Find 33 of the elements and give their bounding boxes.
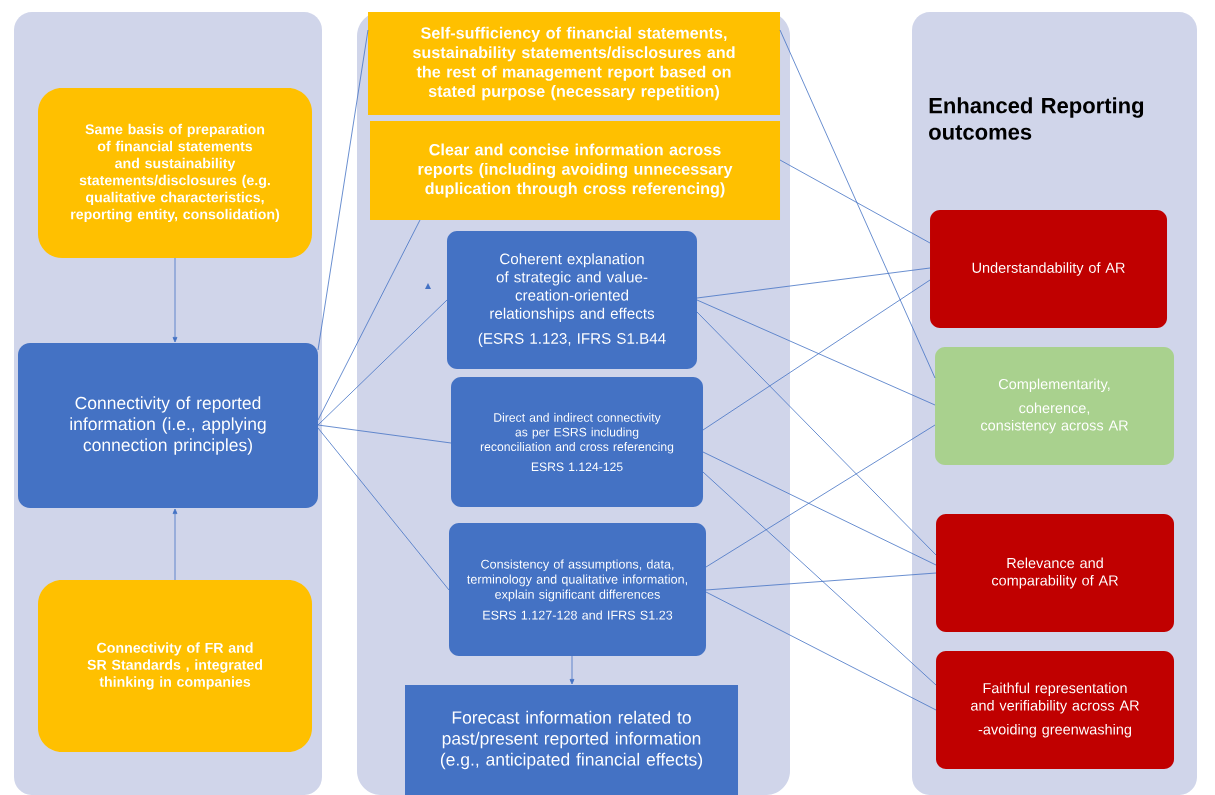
connector-line (702, 451, 937, 566)
process-box: Same basis of preparation of financial statements and sustainability statements/disclosures (e.g. qualitative characteristics, reporting entity, consolidation) (38, 88, 312, 258)
connector-line (696, 299, 936, 406)
forecast-box: Forecast information related to past/present reported information (e.g., anticipated financial effects) (405, 685, 738, 795)
connector-line (702, 279, 931, 431)
process-box: Connectivity of reported information (i.e., applying connection principles) (18, 343, 318, 508)
outcome-box: Complementarity, coherence, consistency across AR (935, 347, 1174, 465)
outcome-box: Relevance and comparability of AR (936, 514, 1174, 632)
connector-line (705, 572, 937, 591)
connector-line (317, 424, 452, 444)
outcome-box: Faithful representation and verifiability across AR -avoiding greenwashing (936, 651, 1174, 769)
connector-line (317, 29, 369, 351)
connector-line (779, 159, 931, 244)
connector-line (779, 29, 936, 379)
connector-line (696, 267, 931, 299)
principle-box: Coherent explanation of strategic and value-creation-oriented relationships and effects (ESRS 1.123, IFRS S1.B44 (447, 231, 697, 369)
connector-line (317, 427, 450, 591)
connector-line (172, 508, 178, 581)
principle-box: Direct and indirect connectivity as per ESRS including reconciliation and cross referencing ESRS 1.124-125 (451, 377, 703, 507)
principle-box: Self-sufficiency of financial statements, sustainability statements/disclosures and the rest of management report based on stated purpose (necessary repetition) (368, 12, 780, 115)
panel-heading: Enhanced Reporting outcomes (929, 97, 1144, 140)
connector-line (702, 471, 937, 686)
process-box: Connectivity of FR and SR Standards , integrated thinking in companies (38, 580, 312, 752)
principle-box: Clear and concise information across reports (including avoiding unnecessary duplication through cross referencing) (370, 121, 780, 220)
connector-line (696, 311, 937, 556)
connector-line (317, 219, 421, 421)
connector-line (705, 591, 937, 711)
connector-line (317, 299, 448, 426)
outcome-box: Understandability of AR (930, 210, 1167, 328)
connector-line (172, 257, 178, 343)
connector-line (705, 424, 936, 568)
principle-box: Consistency of assumptions, data, terminology and qualitative information, explain significant differences ESRS 1.127-128 and IFRS S1.23 (449, 523, 706, 656)
connector-line (569, 655, 575, 685)
